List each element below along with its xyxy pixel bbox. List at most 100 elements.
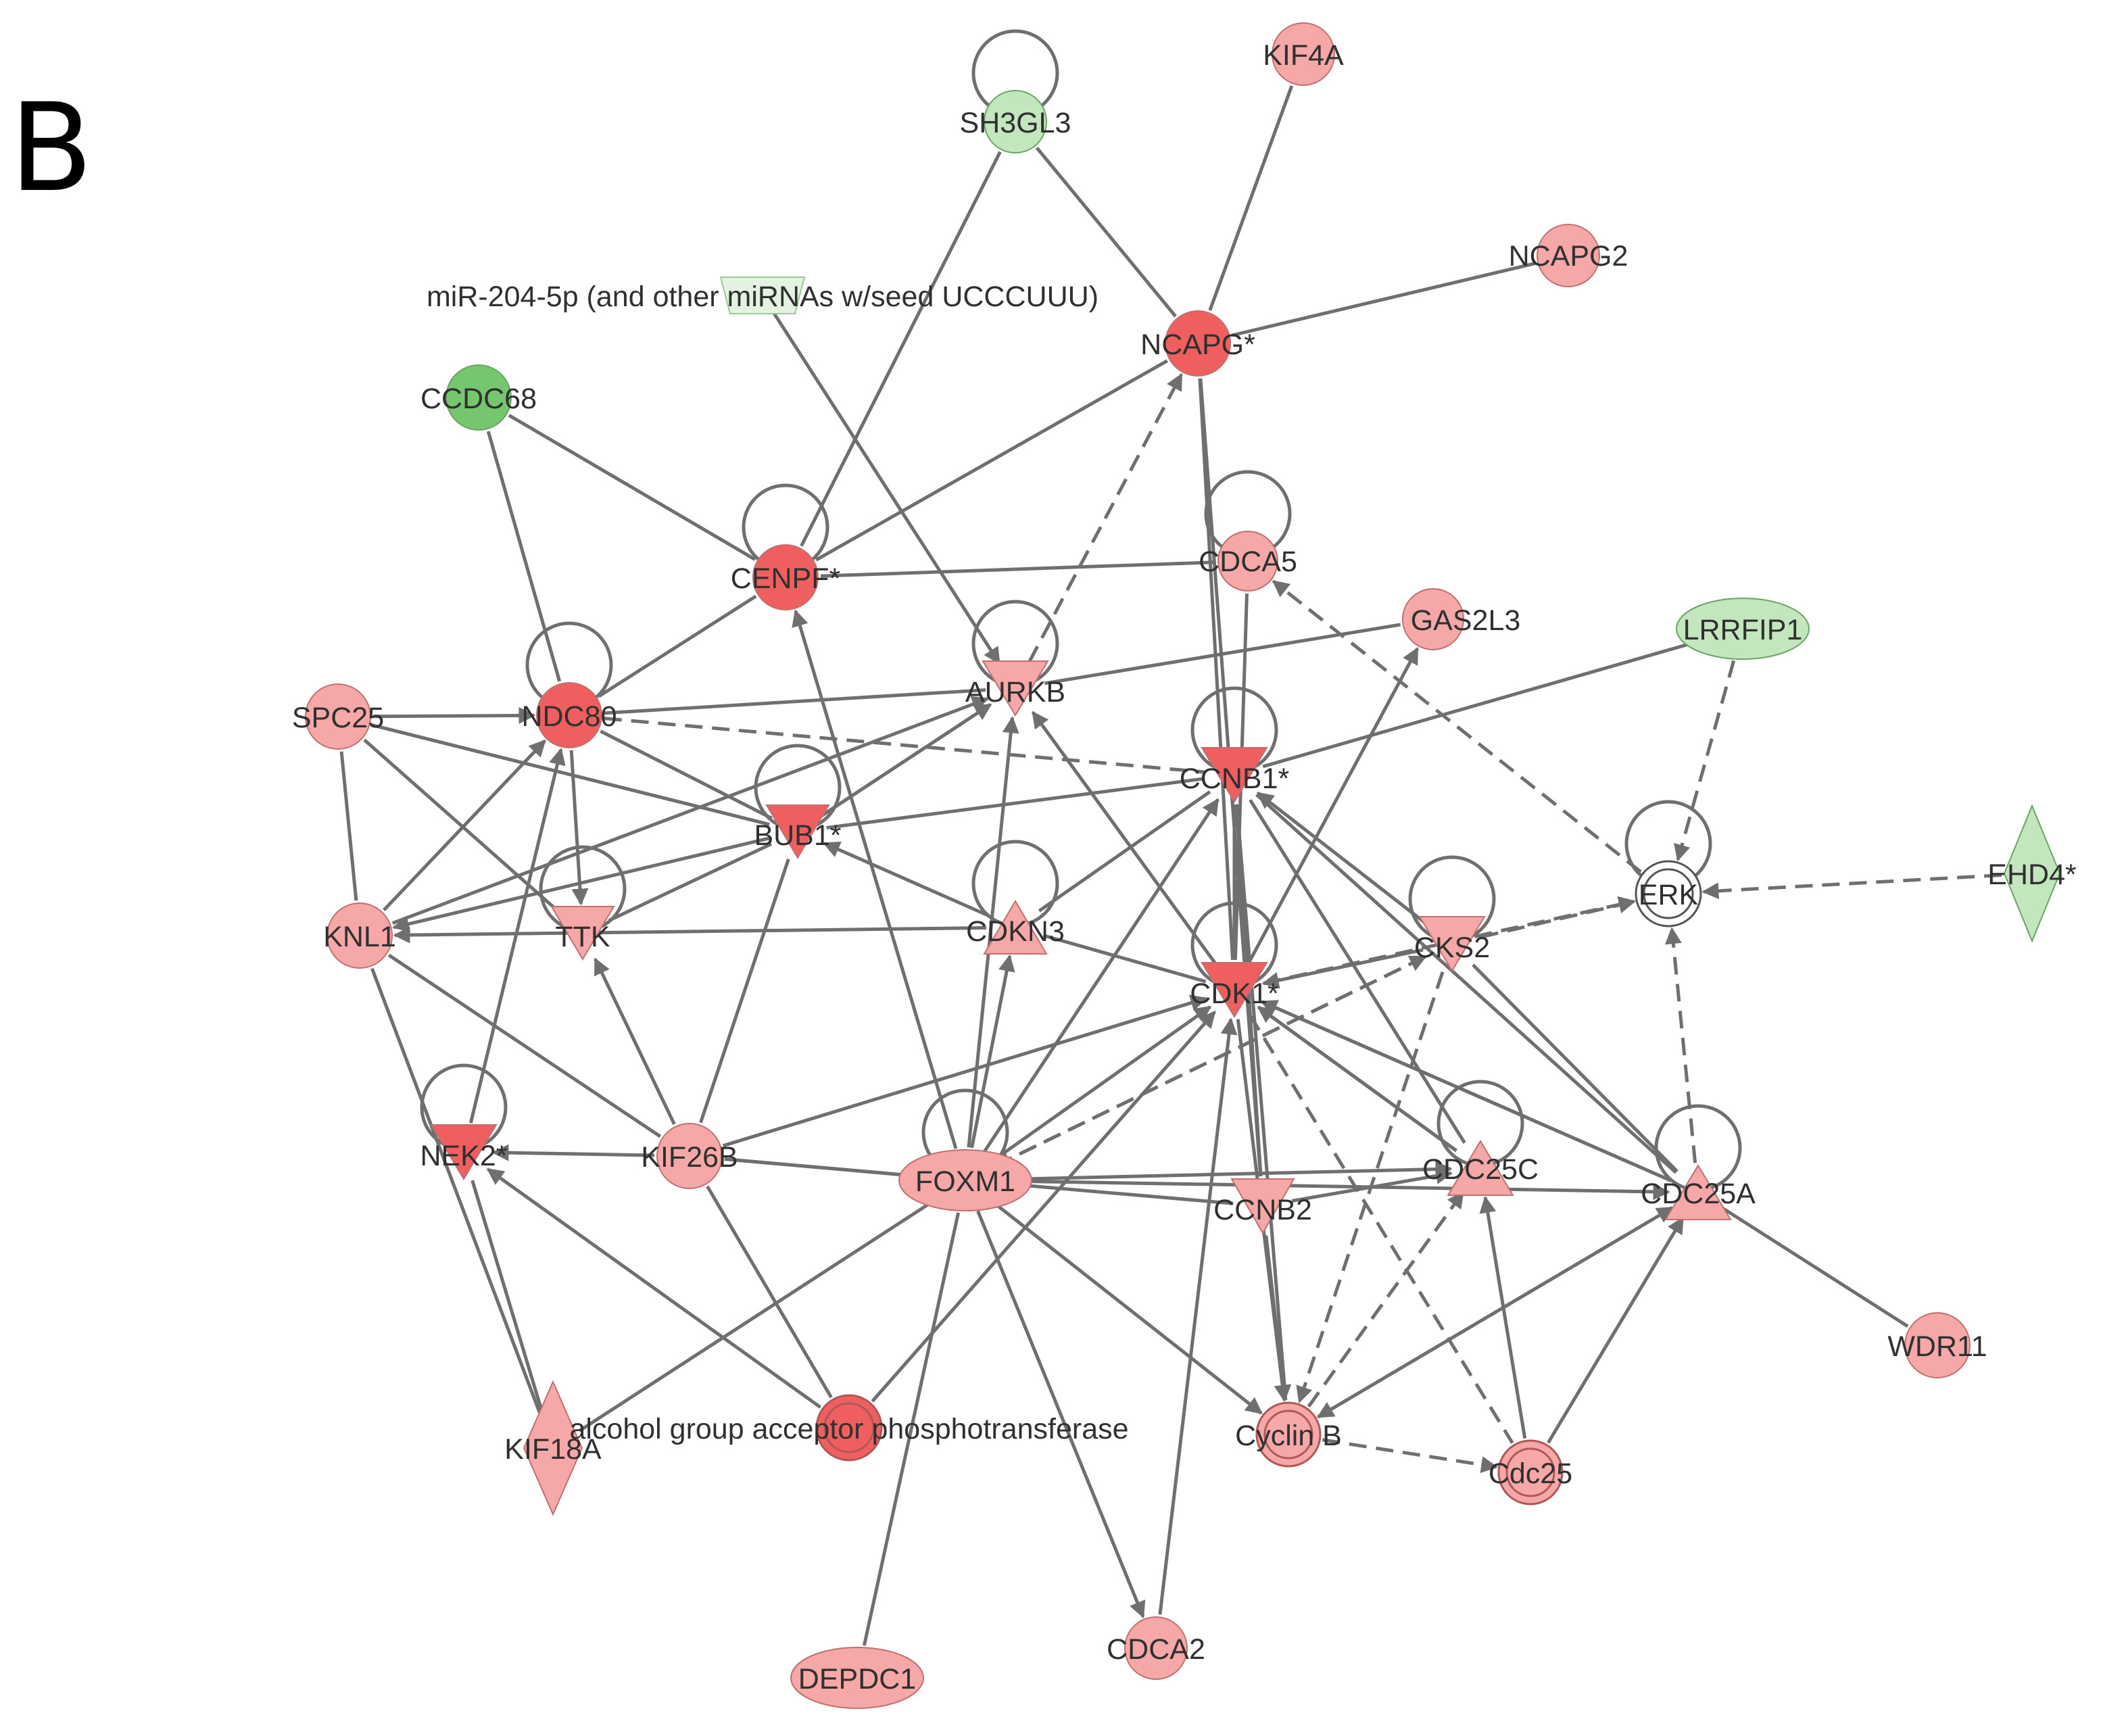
node-shape <box>1201 747 1268 803</box>
edge-kif26b-to-knl1 <box>387 953 662 1138</box>
node-label: SH3GL3 <box>960 107 1071 139</box>
node-label: LRRFIP1 <box>1683 614 1803 646</box>
node-ncapg[interactable]: NCAPG* <box>1140 310 1255 377</box>
node-cenpf[interactable]: CENPF* <box>731 483 841 610</box>
edge-cdc25-to-cdc25c <box>1479 1195 1527 1439</box>
node-label: SPC25 <box>292 702 384 734</box>
node-label: CKS2 <box>1414 932 1490 964</box>
node-cyclinb[interactable]: Cyclin B <box>1235 1401 1342 1468</box>
node-ncapg2[interactable]: NCAPG2 <box>1509 224 1628 287</box>
node-label: NCAPG* <box>1140 329 1255 361</box>
node-shape <box>983 900 1048 955</box>
edge-foxm1-to-depdc1 <box>862 1212 961 1646</box>
node-bub1[interactable]: BUB1* <box>754 744 842 859</box>
edge-ndc80-to-ccnb1 <box>604 717 1205 774</box>
edge-knl1-to-aurkb <box>391 696 990 925</box>
node-lrrfip1[interactable]: LRRFIP1 <box>1676 598 1810 660</box>
edge-cdk1-to-gas2l3 <box>1247 646 1420 965</box>
node-erk[interactable]: ERK <box>1624 800 1712 927</box>
node-cdca5[interactable]: CDCA5 <box>1199 470 1297 592</box>
node-ccnb2[interactable]: CCNB2 <box>1213 1178 1312 1235</box>
edge-bub1-to-ttk <box>608 842 773 922</box>
edge-kif26b-to-ttk <box>594 957 676 1126</box>
edge-gas2l3-to-aurkb <box>1044 623 1401 685</box>
node-label: CDCA5 <box>1199 546 1297 578</box>
node-ttk[interactable]: TTK <box>539 845 627 961</box>
node-cdc25c[interactable]: CDC25C <box>1422 1080 1539 1196</box>
node-cdca2[interactable]: CDCA2 <box>1107 1616 1205 1680</box>
node-ccdc68[interactable]: CCDC68 <box>420 364 537 431</box>
node-cdc25a[interactable]: CDC25A <box>1641 1104 1756 1220</box>
edge-foxm1-to-cdkn3 <box>970 954 1015 1149</box>
node-depdc1[interactable]: DEPDC1 <box>790 1647 924 1709</box>
edge-foxm1-to-kif26b <box>724 1157 933 1180</box>
node-shape <box>550 906 615 961</box>
edge-spc25-to-bub1 <box>371 723 770 826</box>
node-shape <box>1402 588 1464 650</box>
node-mir204[interactable]: miR-204-5p (and other miRNAs w/seed UCCC… <box>427 276 1098 314</box>
node-kif18a[interactable]: KIF18A <box>504 1380 602 1516</box>
node-label: KIF4A <box>1263 39 1344 72</box>
edge-foxm1-to-ccnb2 <box>998 1181 1234 1205</box>
edge-ncapg2-to-ncapg <box>1232 262 1536 337</box>
edge-cks2-to-cdc25a <box>1472 963 1679 1173</box>
node-shape <box>1217 531 1278 592</box>
node-shape <box>327 902 393 969</box>
edge-foxm1-to-aurkb <box>967 716 1019 1148</box>
node-label: CDKN3 <box>966 915 1065 948</box>
node-ndc80[interactable]: NDC80 <box>522 621 617 748</box>
node-gas2l3[interactable]: GAS2L3 <box>1402 588 1521 650</box>
node-nek2[interactable]: NEK2* <box>420 1063 508 1180</box>
edge-ndc80-to-ttk <box>569 750 589 906</box>
node-shape <box>1201 962 1268 1018</box>
node-shape <box>815 1394 883 1462</box>
node-ehd4[interactable]: EHD4* <box>1987 804 2077 943</box>
node-cdkn3[interactable]: CDKN3 <box>966 840 1065 955</box>
node-kif26b[interactable]: KIF26B <box>641 1123 738 1189</box>
edge-nek2-to-kif18a <box>470 1180 546 1418</box>
node-shape <box>719 276 806 314</box>
node-kif4a[interactable]: KIF4A <box>1263 22 1344 86</box>
edge-foxm1-to-cdc25a <box>998 1179 1670 1201</box>
edge-knl1-to-ndc80 <box>383 739 546 912</box>
edge-ccnb2-to-cyclinb <box>1264 1235 1292 1402</box>
node-agap[interactable]: alcohol group acceptor phosphotransferas… <box>569 1394 1129 1462</box>
edge-spc25-to-knl1 <box>339 751 358 901</box>
edge-lrrfip1-to-ccnb1 <box>1262 636 1712 769</box>
node-knl1[interactable]: KNL1 <box>323 902 396 969</box>
edge-lrrfip1-to-erk <box>1674 660 1736 862</box>
edge-cdkn3-to-cdk1 <box>1042 934 1207 984</box>
node-shape <box>1537 224 1600 287</box>
edge-kif26b-to-bub1 <box>699 859 790 1124</box>
node-ccnb1[interactable]: CCNB1* <box>1180 686 1290 803</box>
node-aurkb[interactable]: AURKB <box>965 600 1065 717</box>
node-label: GAS2L3 <box>1411 604 1521 637</box>
node-label: alcohol group acceptor phosphotransferas… <box>569 1413 1128 1445</box>
node-label: Cyclin B <box>1235 1420 1342 1452</box>
edge-nek2-to-ndc80 <box>468 748 566 1124</box>
node-foxm1[interactable]: FOXM1 <box>898 1088 1032 1211</box>
node-shape <box>765 804 830 859</box>
edge-foxm1-to-cyclinb <box>990 1199 1263 1415</box>
node-wdr11[interactable]: WDR11 <box>1887 1312 1987 1378</box>
node-cks2[interactable]: CKS2 <box>1408 855 1496 972</box>
node-sh3gl3[interactable]: SH3GL3 <box>960 29 1071 153</box>
edge-ehd4-to-erk <box>1701 873 2002 900</box>
panel-label: B <box>9 78 93 219</box>
node-spc25[interactable]: SPC25 <box>292 683 384 750</box>
node-shape <box>656 1123 723 1189</box>
node-shape <box>523 1380 583 1516</box>
node-label: CDCA2 <box>1107 1633 1205 1666</box>
node-cdc25[interactable]: Cdc25 <box>1489 1439 1572 1505</box>
edge-cyclinb-to-cdc25c <box>1307 1190 1465 1408</box>
edge-ncapg-to-cdk1 <box>1198 378 1235 961</box>
edge-sh3gl3-to-cenpf <box>800 151 1002 547</box>
node-cdk1[interactable]: CDK1* <box>1190 901 1279 1018</box>
node-label: CDC25C <box>1422 1153 1539 1186</box>
node-label: TTK <box>555 921 610 953</box>
node-label: NEK2* <box>420 1140 507 1172</box>
node-label: CENPF* <box>731 562 841 595</box>
edge-sh3gl3-to-ncapg <box>1035 147 1177 318</box>
node-shape <box>305 683 371 750</box>
